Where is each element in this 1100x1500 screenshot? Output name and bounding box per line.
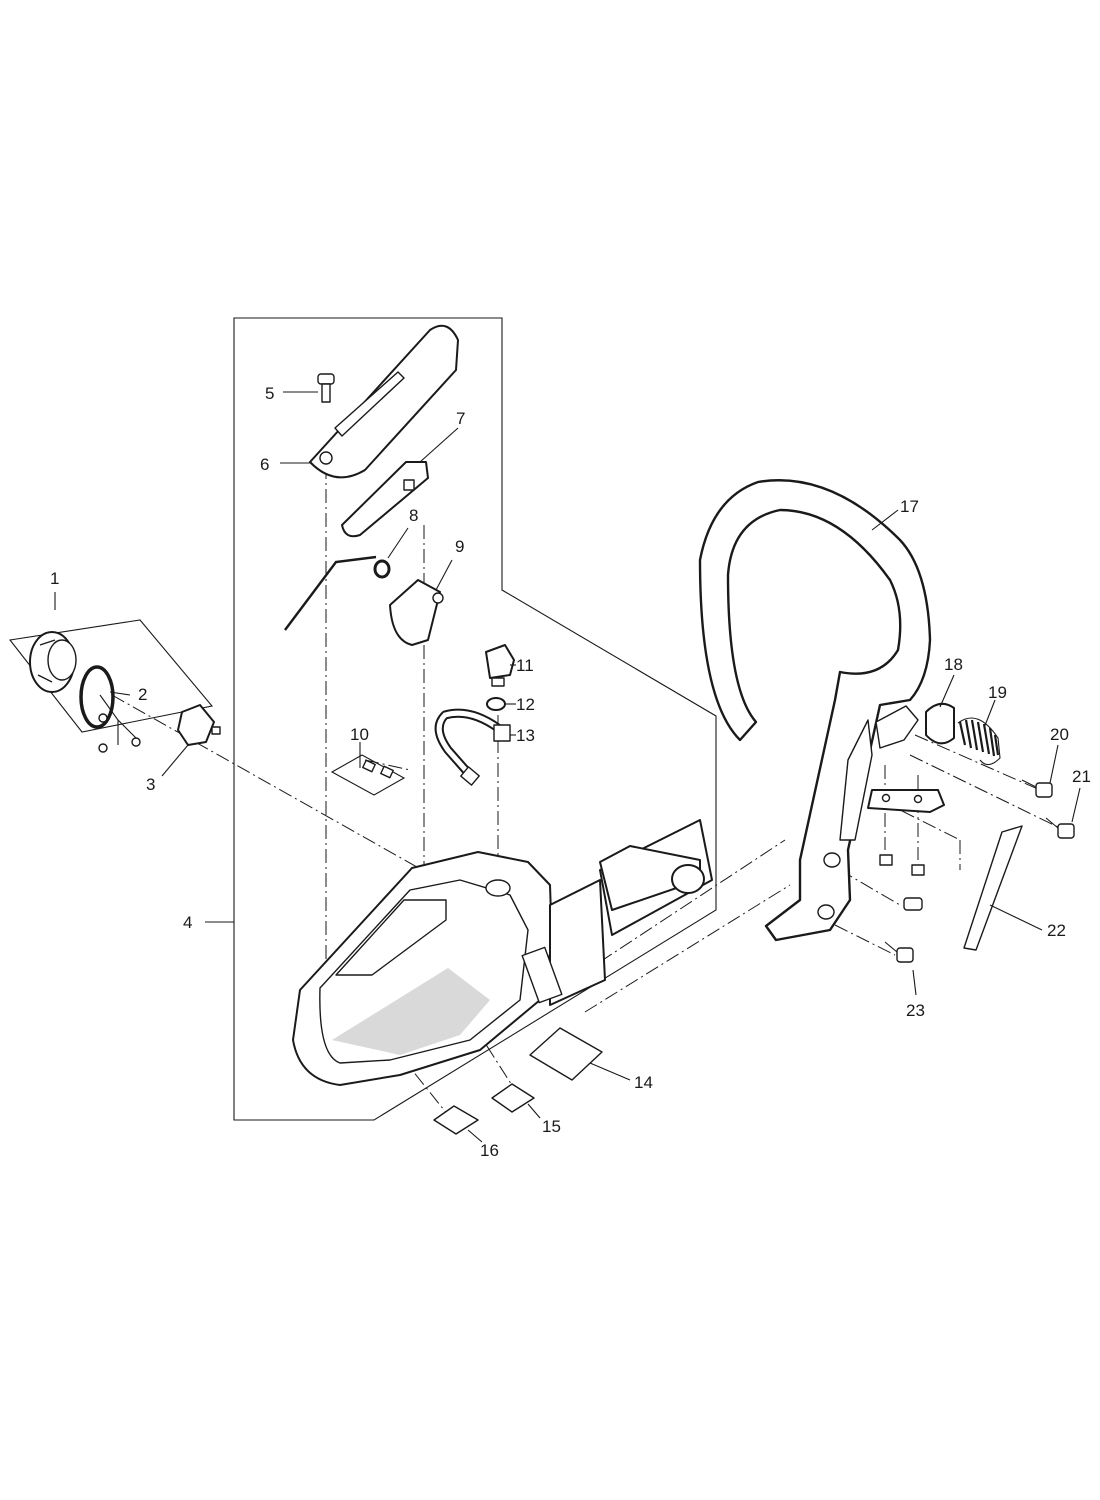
part-9-lockout [389,579,444,646]
part-3-filter [177,704,221,746]
part-7-lever [341,461,429,538]
callout-4: 4 [183,913,192,932]
part-21-screw [1045,817,1075,839]
callout-2: 2 [138,685,147,704]
callout-6: 6 [260,455,269,474]
part-17-front-handle [698,479,945,942]
callout-15: 15 [542,1117,561,1136]
callout-21: 21 [1072,767,1091,786]
part-20-screw [1021,779,1053,798]
part-6-rear-handle-cover [309,324,459,479]
leader-lines [54,391,1081,1143]
callout-13: 13 [516,726,535,745]
part-19-spring [957,717,1001,766]
callout-7: 7 [456,409,465,428]
part-18-bushing [925,702,955,745]
callout-22: 22 [1047,921,1066,940]
callout-16: 16 [480,1141,499,1160]
handle-bolts [879,854,925,911]
callout-10: 10 [350,725,369,744]
callout-14: 14 [634,1073,653,1092]
part-10-pins [330,754,406,796]
callout-12: 12 [516,695,535,714]
part-12-o-ring [486,697,506,711]
callout-18: 18 [944,655,963,674]
callout-17: 17 [900,497,919,516]
part-23-screw [884,941,914,963]
part-14-decal [529,1027,603,1081]
part-1-fuel-cap-assembly [8,619,214,753]
callout-5: 5 [265,384,274,403]
assembly-4-outline [233,317,717,1121]
callout-23: 23 [906,1001,925,1020]
part-5-screw [317,373,335,403]
callout-9: 9 [455,537,464,556]
callout-19: 19 [988,683,1007,702]
part-15-decal [491,1083,535,1113]
callout-1: 1 [50,569,59,588]
part-4-tank-housing [292,819,713,1086]
callout-numbers: 1 2 3 4 5 6 7 8 9 10 11 12 13 14 15 16 1… [50,384,1091,1160]
callout-3: 3 [146,775,155,794]
part-8-spring [284,555,391,631]
callout-11: 11 [516,656,534,675]
part-22-strip [963,825,1023,951]
part-11-pickup-head [485,644,515,687]
part-13-fuel-hose [434,708,511,786]
callout-20: 20 [1050,725,1069,744]
callout-8: 8 [409,506,418,525]
part-16-decal [433,1105,479,1135]
